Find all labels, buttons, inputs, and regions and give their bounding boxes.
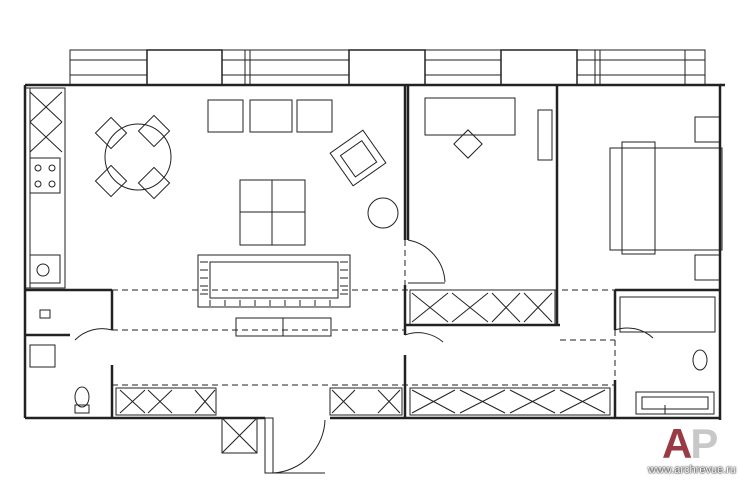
middle-room-furniture <box>409 97 556 326</box>
logo-letter-p: P <box>690 420 718 467</box>
walls <box>23 83 725 420</box>
coffee-table <box>239 179 306 246</box>
sofa <box>197 254 351 337</box>
dashed-ceiling-lines <box>112 240 616 386</box>
logo-letter-a: A <box>662 420 692 467</box>
watermark-url: www.archrevue.ru <box>648 464 737 476</box>
shelving <box>207 99 333 133</box>
armchair <box>329 129 399 229</box>
dining-table <box>94 114 172 200</box>
doors <box>74 239 654 474</box>
bed <box>609 116 723 281</box>
watermark-logo: AP <box>662 420 718 468</box>
bathroom-left <box>29 309 90 414</box>
window-strip <box>69 49 706 86</box>
bathroom-right <box>619 296 716 415</box>
kitchen-counter <box>24 87 66 289</box>
corridor-wardrobes <box>115 387 611 454</box>
